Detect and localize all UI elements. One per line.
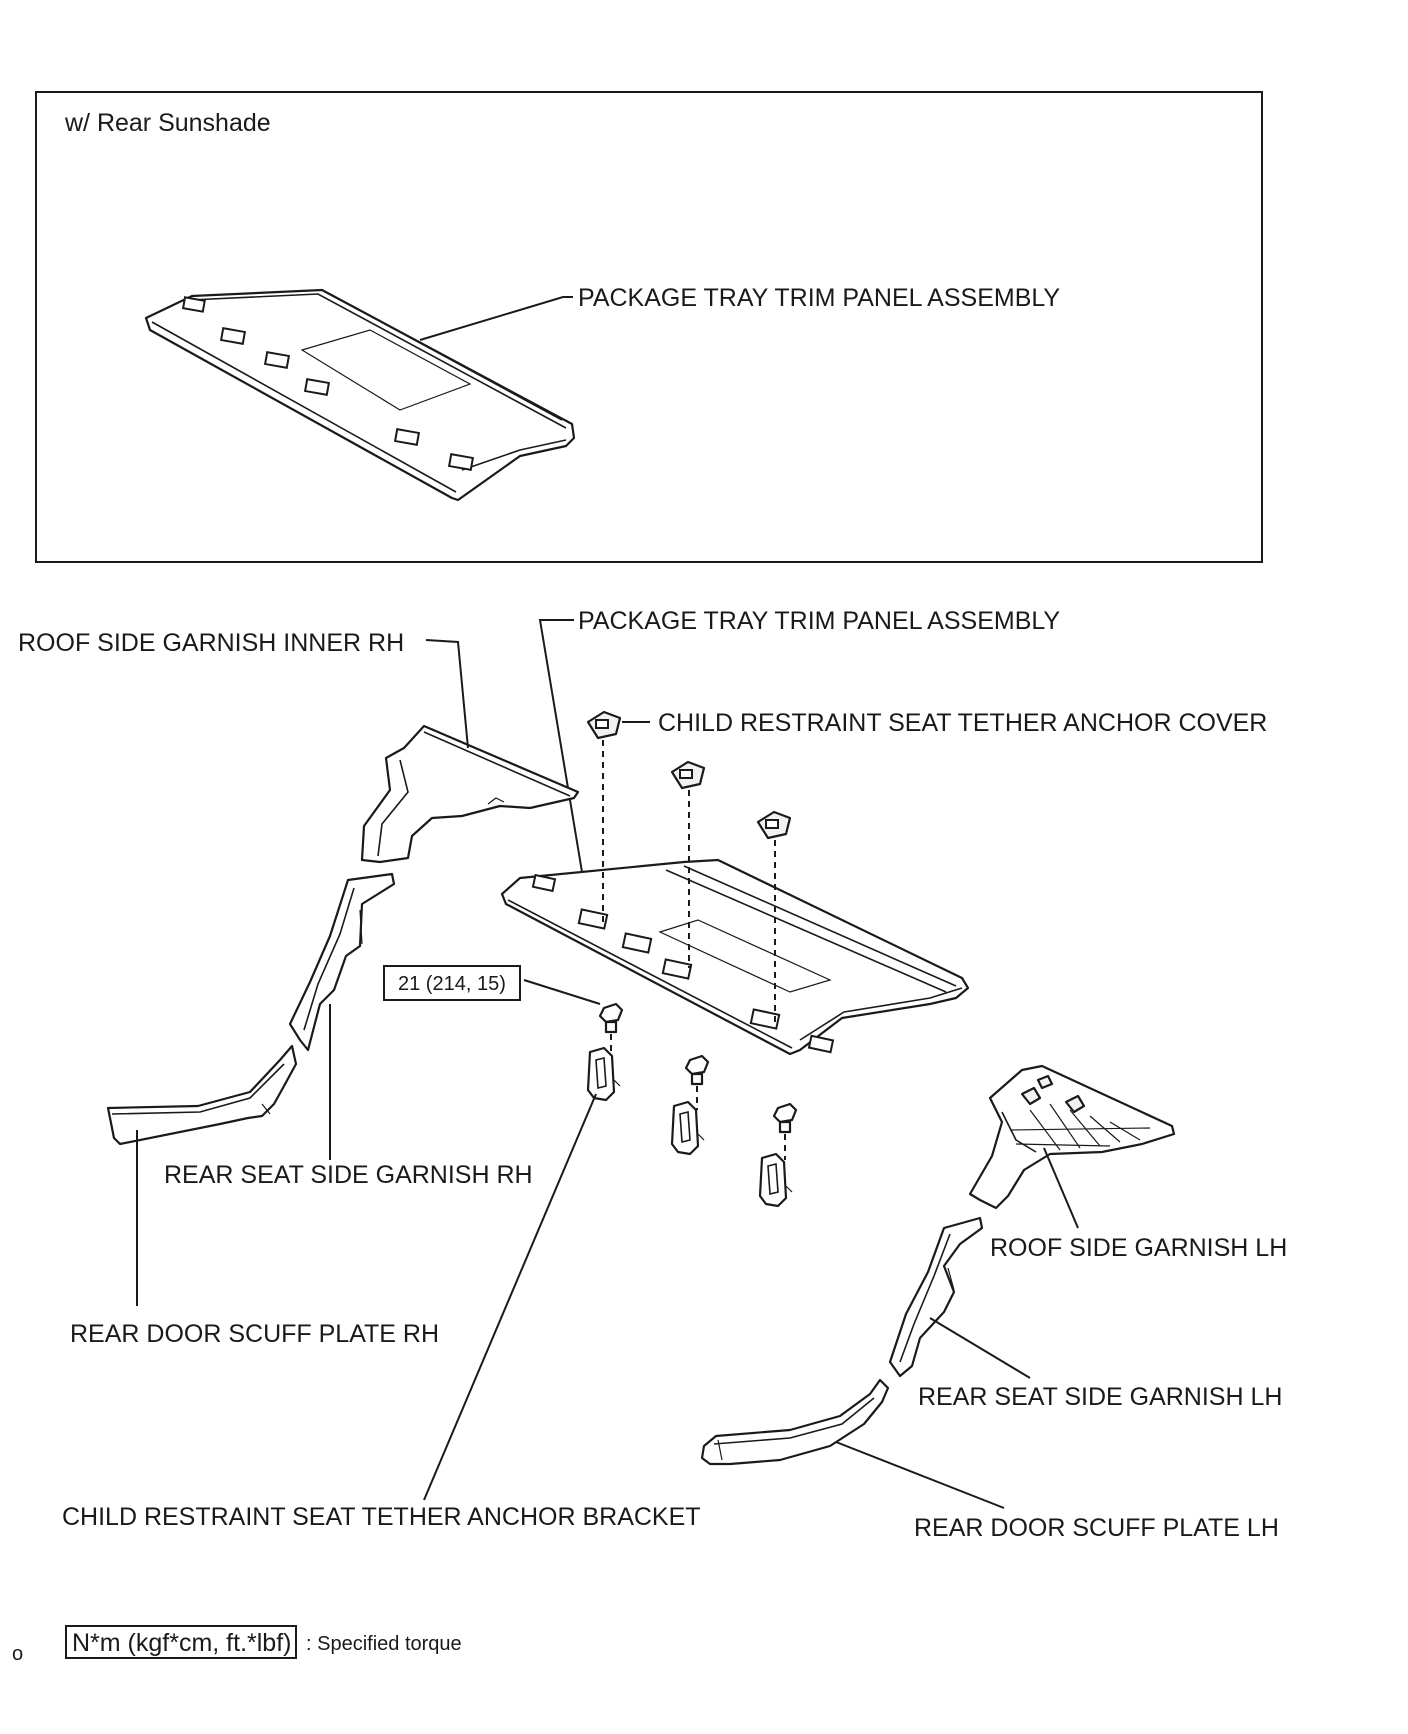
rear-door-scuff-plate-rh-drawing — [106, 1044, 298, 1146]
anchor-cover-1 — [586, 710, 622, 740]
bolt-1 — [598, 1002, 624, 1034]
torque-box — [383, 965, 521, 1001]
torque-value: 21 (214, 15) — [398, 973, 506, 995]
rear-door-scuff-plate-rh-label: REAR DOOR SCUFF PLATE RH — [70, 1320, 439, 1348]
package-tray-label: PACKAGE TRAY TRIM PANEL ASSEMBLY — [578, 607, 1060, 635]
anchor-cover-3 — [756, 810, 792, 840]
inset-package-tray-drawing — [144, 288, 576, 502]
bolt-3 — [772, 1102, 798, 1134]
anchor-bracket-2 — [670, 1100, 705, 1156]
corner-mark: o — [12, 1643, 23, 1665]
bolt-2 — [684, 1054, 710, 1086]
inset-panel: w/ Rear Sunshade PACKAGE TRAY TRIM PANEL… — [35, 91, 1263, 563]
rear-seat-side-garnish-rh-label: REAR SEAT SIDE GARNISH RH — [164, 1161, 533, 1189]
rear-door-scuff-plate-lh-label: REAR DOOR SCUFF PLATE LH — [914, 1514, 1279, 1542]
inset-package-tray-label: PACKAGE TRAY TRIM PANEL ASSEMBLY — [578, 284, 1060, 312]
roof-side-garnish-inner-rh-drawing — [360, 724, 580, 864]
rear-door-scuff-plate-lh-drawing — [700, 1378, 890, 1466]
anchor-bracket-label: CHILD RESTRAINT SEAT TETHER ANCHOR BRACK… — [62, 1503, 701, 1531]
anchor-bracket-1 — [586, 1046, 621, 1102]
package-tray-trim-panel-drawing — [500, 858, 970, 1056]
roof-side-garnish-inner-rh-label: ROOF SIDE GARNISH INNER RH — [18, 629, 404, 657]
anchor-cover-2 — [670, 760, 706, 790]
rear-door-scuff-plate-lh-leader — [835, 1441, 1005, 1509]
roof-side-garnish-lh-label: ROOF SIDE GARNISH LH — [990, 1234, 1287, 1262]
inset-leader-line — [419, 296, 573, 341]
anchor-cover-label: CHILD RESTRAINT SEAT TETHER ANCHOR COVER — [658, 709, 1267, 737]
rear-seat-side-garnish-lh-drawing — [888, 1216, 984, 1378]
legend-description: : Specified torque — [306, 1633, 462, 1655]
roof-side-garnish-inner-rh-leader — [425, 639, 469, 749]
package-tray-slots — [531, 873, 835, 1054]
rear-seat-side-garnish-lh-label: REAR SEAT SIDE GARNISH LH — [918, 1383, 1282, 1411]
inset-frame — [35, 91, 1263, 563]
roof-side-garnish-lh-drawing — [968, 1064, 1176, 1210]
inset-tray-slots — [181, 296, 475, 471]
roof-side-garnish-lh-leader — [1043, 1147, 1079, 1229]
rear-seat-side-garnish-rh-drawing — [288, 872, 396, 1052]
inset-title: w/ Rear Sunshade — [64, 109, 271, 137]
torque-leader — [523, 979, 601, 1005]
package-tray-leader — [538, 619, 583, 873]
legend-unit: N*m (kgf*cm, ft.*lbf) — [72, 1629, 291, 1657]
rear-seat-side-garnish-lh-leader — [929, 1317, 1031, 1379]
anchor-bracket-3 — [758, 1152, 793, 1208]
legend-unit-box — [65, 1625, 297, 1659]
anchor-bracket-leader — [423, 1093, 597, 1501]
